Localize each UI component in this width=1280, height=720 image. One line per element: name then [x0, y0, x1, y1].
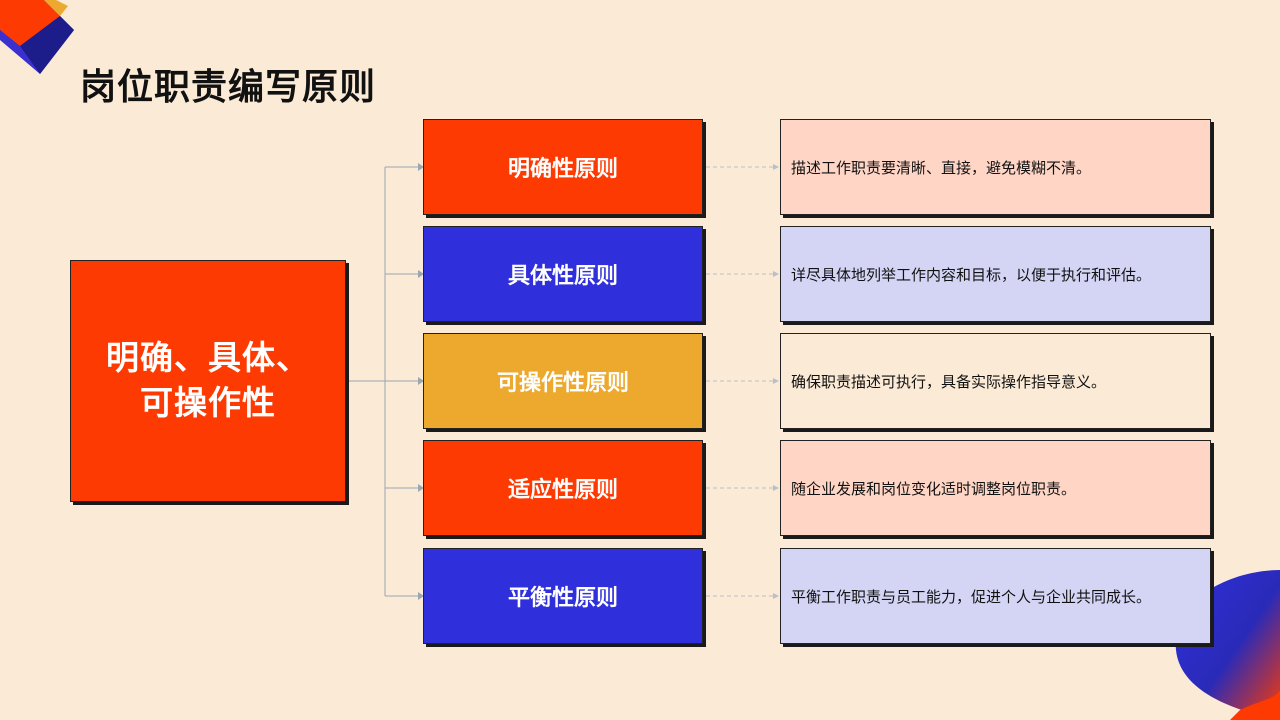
dashed-arrow-head-4: [773, 485, 779, 491]
principle-box-1: 明确性原则: [423, 119, 703, 215]
description-box-5: 平衡工作职责与员工能力，促进个人与企业共同成长。: [780, 548, 1211, 644]
description-text: 平衡工作职责与员工能力，促进个人与企业共同成长。: [791, 587, 1152, 606]
description-box-1: 描述工作职责要清晰、直接，避免模糊不清。: [780, 119, 1211, 215]
dashed-arrow-head-3: [773, 378, 779, 384]
description-text: 确保职责描述可执行，具备实际操作指导意义。: [791, 372, 1107, 391]
principle-label: 具体性原则: [507, 264, 618, 289]
dashed-arrow-head-2: [773, 271, 779, 277]
root-node: 明确、具体、 可操作性: [70, 260, 346, 502]
principle-label: 适应性原则: [507, 478, 618, 503]
principle-box-3: 可操作性原则: [423, 333, 703, 429]
description-box-2: 详尽具体地列举工作内容和目标，以便于执行和评估。: [780, 226, 1211, 322]
corner-cube-decoration: [0, 0, 74, 74]
description-box-4: 随企业发展和岗位变化适时调整岗位职责。: [780, 440, 1211, 536]
principle-label: 明确性原则: [507, 157, 618, 182]
description-text: 描述工作职责要清晰、直接，避免模糊不清。: [791, 158, 1092, 177]
description-box-3: 确保职责描述可执行，具备实际操作指导意义。: [780, 333, 1211, 429]
page-title: 岗位职责编写原则: [80, 67, 377, 108]
dashed-arrow-head-1: [773, 164, 779, 170]
description-text: 随企业发展和岗位变化适时调整岗位职责。: [791, 479, 1077, 498]
principle-label: 平衡性原则: [507, 586, 618, 611]
principle-box-4: 适应性原则: [423, 440, 703, 536]
principle-box-2: 具体性原则: [423, 226, 703, 322]
root-label: 明确、具体、 可操作性: [106, 338, 310, 422]
description-text: 详尽具体地列举工作内容和目标，以便于执行和评估。: [791, 265, 1152, 284]
dashed-arrow-head-5: [773, 593, 779, 599]
principle-label: 可操作性原则: [496, 371, 629, 396]
principle-box-5: 平衡性原则: [423, 548, 703, 644]
